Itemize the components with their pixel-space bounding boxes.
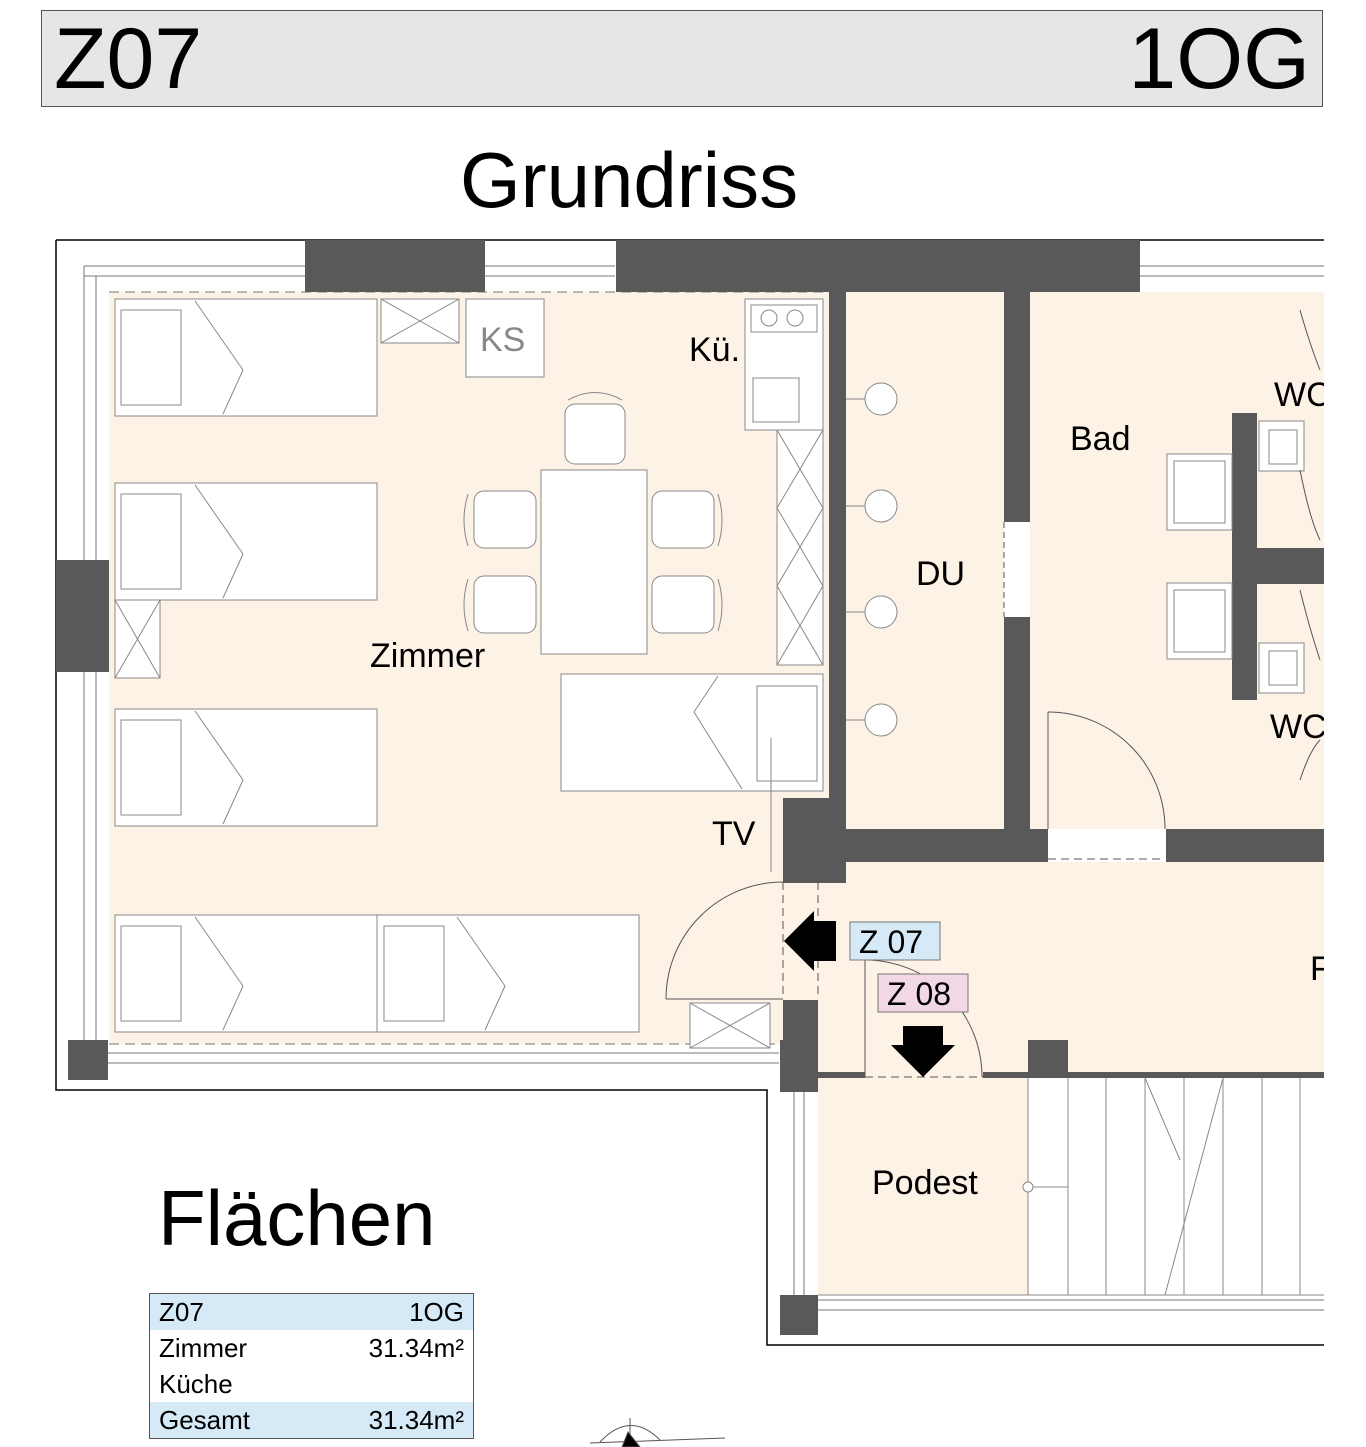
area-table-unit: Z07 (149, 1293, 309, 1330)
area-table-total-row: Gesamt 31.34m² (149, 1402, 475, 1439)
entrance-labels: Z 07 Z 08 (849, 921, 969, 1013)
label-shower: DU (916, 555, 965, 593)
unit-code: Z07 (54, 11, 203, 107)
label-wc-top: WC (1274, 376, 1331, 414)
area-row-name: Küche (149, 1366, 309, 1402)
entry-arrows (784, 911, 955, 1077)
label-landing: Podest (872, 1164, 978, 1202)
entrance-label-z08: Z 08 (887, 976, 951, 1012)
arrow-z07 (784, 911, 836, 971)
area-row-value: 31.34m² (308, 1330, 475, 1366)
label-zimmer: Zimmer (370, 637, 485, 675)
plan-title: Grundriss (460, 136, 799, 224)
floor-label: 1OG (1128, 11, 1310, 107)
entrance-label-z07-box (849, 921, 941, 961)
arrow-z08 (891, 1026, 955, 1077)
header-bar: Z07 1OG (41, 10, 1323, 107)
label-fridge: KS (480, 321, 525, 359)
shower-floor (846, 292, 1004, 829)
north-arrow-icon (589, 1418, 726, 1447)
areas-title: Flächen (158, 1174, 436, 1262)
label-bath: Bad (1070, 420, 1131, 458)
label-kueche: Kü. (689, 331, 740, 369)
landing-floor (818, 1077, 1028, 1295)
entrance-label-z07: Z 07 (859, 924, 923, 960)
area-table-row: Zimmer 31.34m² (149, 1330, 475, 1366)
area-total-label: Gesamt (149, 1402, 309, 1439)
doors (665, 309, 1321, 1078)
area-table-floor: 1OG (308, 1293, 475, 1330)
dining-table (540, 469, 648, 655)
label-corridor: F (1310, 950, 1331, 988)
label-wc-bottom: WC (1270, 708, 1327, 746)
corridor-floor (818, 862, 1324, 1077)
area-row-value (308, 1366, 475, 1402)
entrance-label-z08-box (877, 973, 969, 1013)
area-row-name: Zimmer (149, 1330, 309, 1366)
room-labels: Zimmer Kü. KS TV DU Bad WC WC Podest F (370, 321, 1331, 1202)
area-table: Z07 1OG Zimmer 31.34m² Küche Gesamt 31.3… (149, 1293, 475, 1439)
area-table-header-row: Z07 1OG (149, 1293, 475, 1330)
furniture (114, 298, 1324, 1296)
walls (56, 240, 1324, 1335)
area-table-row: Küche (149, 1366, 475, 1402)
label-tv: TV (712, 815, 756, 853)
area-total-value: 31.34m² (308, 1402, 475, 1439)
fridge (465, 298, 545, 378)
